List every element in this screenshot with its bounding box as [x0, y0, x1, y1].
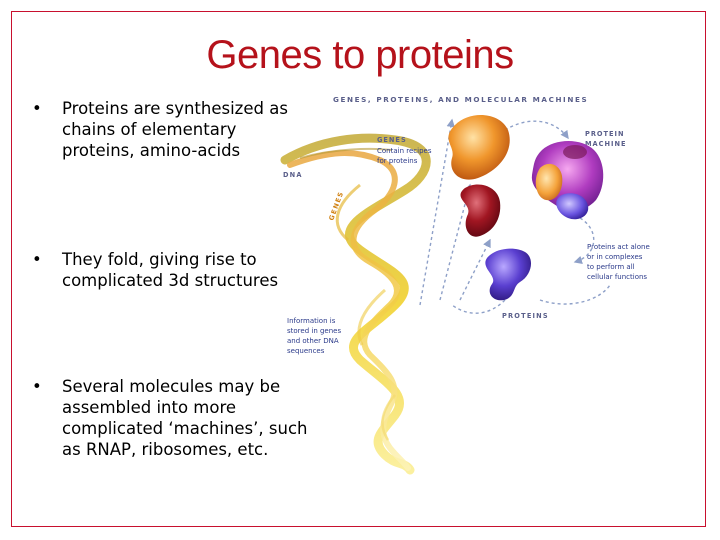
bullet-line: They fold, giving rise to [62, 250, 257, 269]
bullet-line: complicated 3d structures [62, 271, 279, 290]
slide-title: Genes to proteins [206, 33, 514, 77]
bullet-line: assembled into more [62, 398, 237, 417]
bullet-line: Proteins are synthesized as [62, 99, 288, 118]
bullet-line: Several molecules may be [62, 377, 281, 396]
bullet-text: Proteins are synthesized as chains of el… [62, 98, 288, 161]
bullet-symbol: • [32, 377, 42, 396]
bullet-line: as RNAP, ribosomes, etc. [62, 440, 269, 459]
bullet-text: Several molecules may be assembled into … [62, 376, 307, 460]
bullet-symbol: • [32, 99, 42, 118]
bullet-line: complicated ‘machines’, such [62, 419, 308, 438]
bullet-text: They fold, giving rise to complicated 3d… [62, 249, 278, 291]
bullet-line: chains of elementary [62, 120, 237, 139]
bullet-symbol: • [32, 250, 42, 269]
slide-frame [11, 11, 706, 527]
bullet-line: proteins, amino-acids [62, 141, 241, 160]
